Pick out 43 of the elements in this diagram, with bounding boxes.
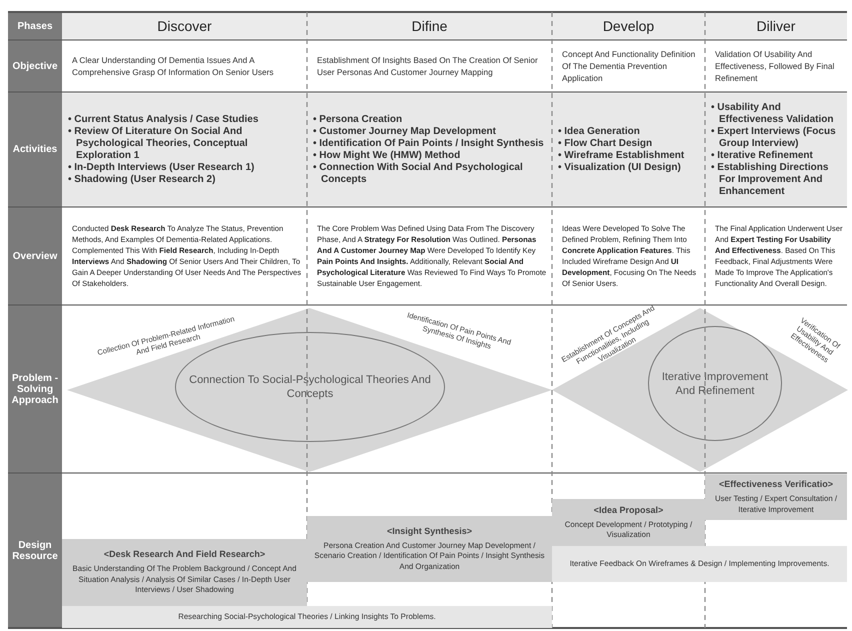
activity-item: • Identification Of Pain Points / Insight Synthesis	[313, 138, 545, 150]
box-heading: <Idea Proposal>	[592, 504, 664, 514]
activity-item: • Wireframe Establishment	[558, 150, 686, 162]
activity-item: • Expert Interviews (Focus Group Interview)	[711, 126, 837, 150]
row-header: Phases	[8, 12, 62, 40]
diamond-shape	[67, 308, 552, 472]
resource-box	[307, 516, 552, 582]
row-header: Problem -Solving Approach	[8, 305, 62, 473]
phase-title: Discover	[156, 17, 213, 36]
activity-item: • Review Of Literature On Social And Psychological Theories, Conceptual Exploration 1	[68, 126, 249, 162]
row-header: Design Resource	[8, 473, 62, 628]
objective-text: A Clear Understanding Of Dementia Issues And A Comprehensive Grasp Of Information On Senior Users	[72, 54, 275, 79]
phase-title: Diliver	[756, 17, 796, 36]
activity-item: • Customer Journey Map Development	[313, 126, 497, 138]
resource-box	[62, 539, 307, 606]
activity-item: • How Might We (HMW) Method	[313, 150, 462, 162]
activity-item: • Idea Generation	[558, 126, 641, 138]
ellipse-shape: Iterative Improvement And Refinement	[648, 326, 782, 441]
resource-box	[62, 606, 552, 628]
row-header: Overview	[8, 207, 62, 305]
objective-text: Concept And Functionality Definition Of The Dementia Prevention Application	[562, 48, 696, 85]
phase-title: Develop	[602, 17, 656, 36]
box-heading: <Desk Research And Field Research>	[102, 549, 266, 560]
activity-item: • Connection With Social And Psychological Concepts	[313, 162, 524, 186]
activity-item: • Current Status Analysis / Case Studies	[68, 114, 260, 126]
row-header: Objective	[8, 40, 62, 92]
activity-item: • In-Depth Interviews (User Research 1)	[68, 162, 256, 174]
activity-item: • Flow Chart Design	[558, 138, 654, 150]
activity-item: • Visualization (UI Design)	[558, 162, 682, 174]
row-header: Activities	[8, 92, 62, 207]
objective-text: Establishment Of Insights Based On The Creation Of Senior User Personas And Customer Journey Mapping	[317, 54, 539, 79]
box-heading: <Effectiveness Verificatio>	[718, 479, 834, 489]
objective-text: Validation Of Usability And Effectiveness, Followed By Final Refinement	[715, 48, 836, 85]
resource-box	[705, 474, 847, 520]
box-heading: <Insight Synthesis>	[386, 526, 474, 536]
activity-item: • Shadowing (User Research 2)	[68, 174, 216, 186]
activity-item: • Persona Creation	[313, 114, 404, 126]
phase-title: Difine	[410, 17, 448, 36]
activity-item: • Iterative Refinement	[711, 150, 814, 162]
activity-item: • Usability And Effectiveness Validation	[711, 102, 834, 126]
resource-box	[552, 499, 705, 546]
activity-item: • Establishing Directions For Improvement And Enhancement	[711, 162, 830, 198]
resource-box	[552, 546, 847, 582]
